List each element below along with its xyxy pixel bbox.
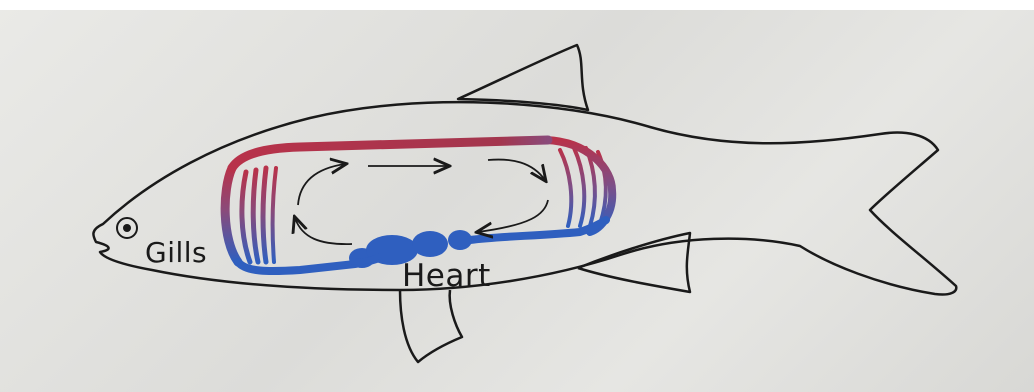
pelvic-fin [400,290,462,362]
gills [225,168,276,262]
arrow-icon [295,160,548,245]
gills-label: Gills [145,236,207,269]
arrow-top-right [488,160,545,180]
dorsal-fin [458,45,588,110]
arrow-right-down [478,200,548,232]
oxygenated-vessel [232,140,548,168]
arrow-top-left [298,164,345,205]
heart-label: Heart [402,258,491,294]
arrow-left-up [295,218,352,244]
eye-icon [117,218,137,238]
